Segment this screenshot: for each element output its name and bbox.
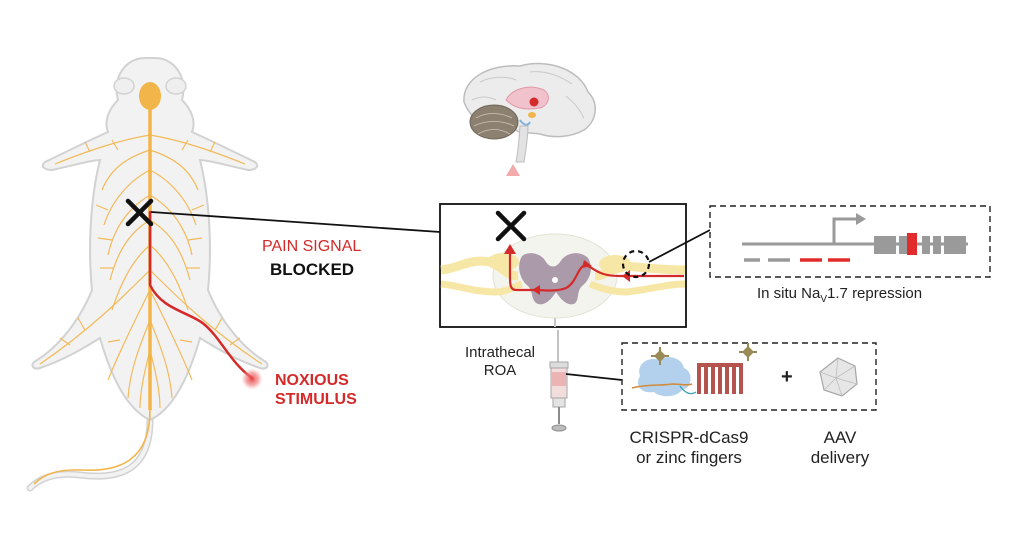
repression-prefix: In situ Na [757,285,821,302]
spinal-cord-cross-section [440,210,686,327]
repression-label: In situ NaV1.7 repression [757,285,922,306]
pain-signal-path [148,210,254,380]
noxious-stimulus-label: NOXIOUS STIMULUS [275,372,357,410]
callout-connector-line [150,211,441,233]
aav-capsid-icon [819,357,858,397]
ascending-arrowhead [506,164,520,176]
x-mark-icon [495,210,527,242]
aav-label: AAV delivery [790,428,890,468]
aav-line-1: AAV [823,428,857,447]
intrathecal-line-1: Intrathecal [464,344,536,361]
gene-construct-icon [742,213,968,262]
gene-callout-connector [648,229,711,263]
crispr-line-2: or zinc fingers [636,448,742,468]
target-site-marker [621,249,651,279]
x-mark-icon [125,198,154,227]
noxious-stimulus-glow [241,368,263,390]
syringe-connector-line [565,373,623,381]
pain-signal-label: PAIN SIGNAL [262,238,362,255]
aav-line-2: delivery [810,448,870,468]
crispr-line-1: CRISPR-dCas9 [629,428,749,447]
blocked-label: BLOCKED [270,260,355,279]
intrathecal-line-2: ROA [483,361,517,379]
plus-sign: + [781,366,793,388]
zinc-finger-icon [697,343,757,394]
noxious-line-1: NOXIOUS [275,372,349,389]
noxious-line-2: STIMULUS [275,390,357,408]
repression-suffix: 1.7 repression [827,285,923,302]
repression-subscript: V [820,294,828,305]
syringe-icon [549,330,569,432]
brain-icon [463,62,596,163]
crispr-label: CRISPR-dCas9 or zinc fingers [612,428,766,468]
intrathecal-label: Intrathecal ROA [452,344,548,379]
dcas9-protein-icon [631,347,697,397]
